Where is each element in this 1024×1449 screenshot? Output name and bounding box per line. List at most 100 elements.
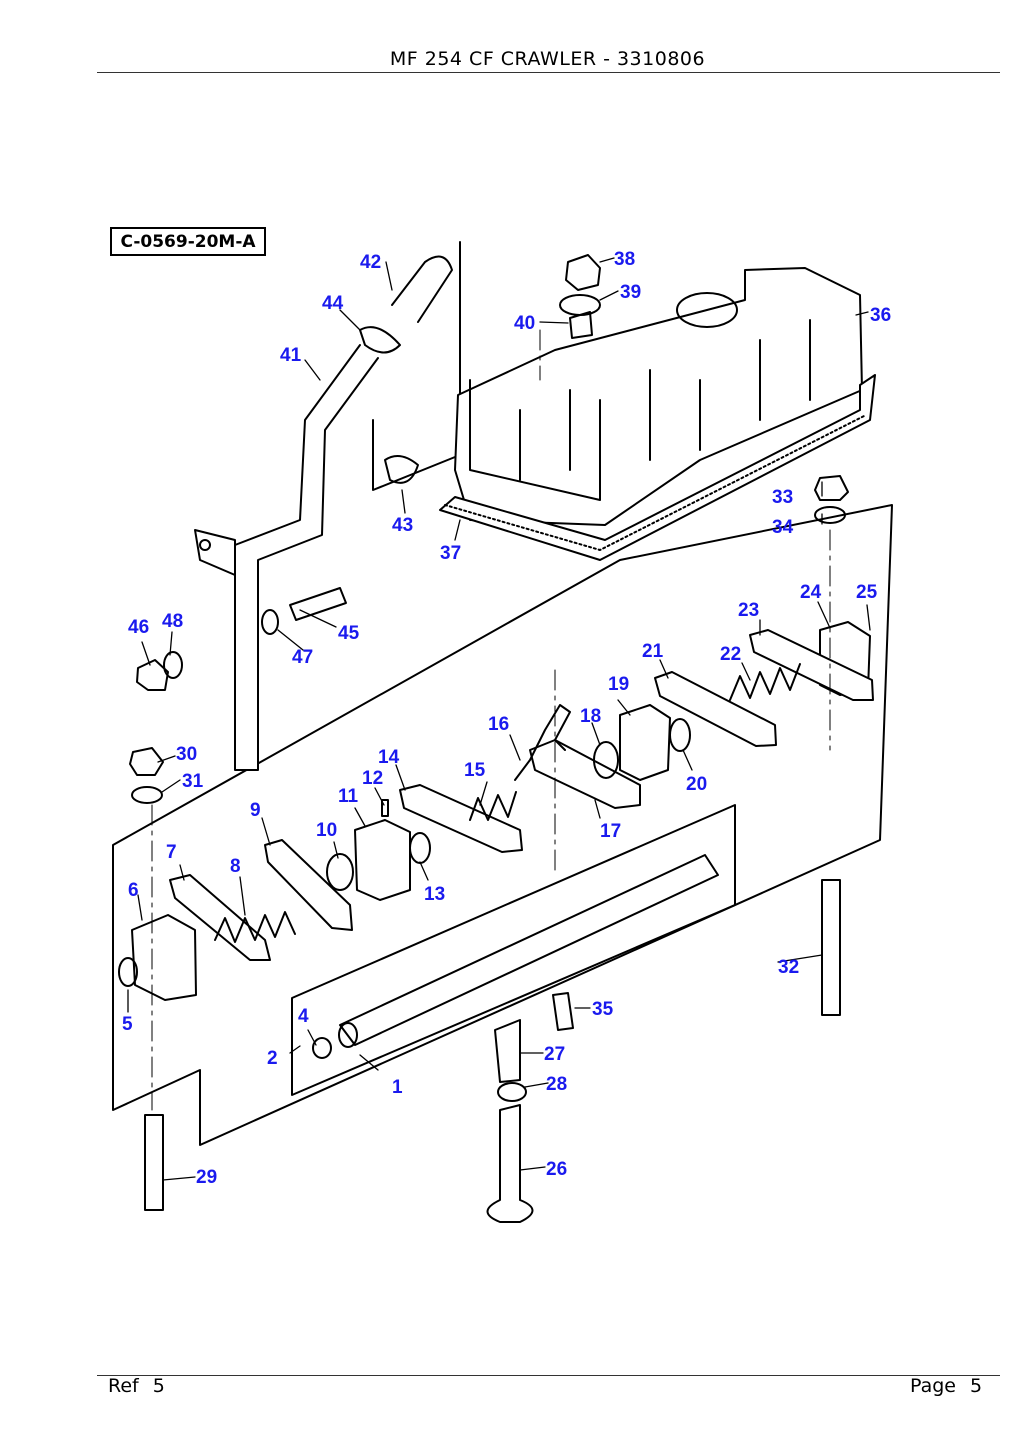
callout-34: 34 xyxy=(772,517,794,538)
callout-16: 16 xyxy=(488,714,509,735)
callout-48: 48 xyxy=(162,611,183,632)
callout-8: 8 xyxy=(230,856,241,877)
washer-34 xyxy=(814,506,846,524)
ref-value: 5 xyxy=(152,1375,165,1397)
cover-box xyxy=(372,241,461,491)
callout-22: 22 xyxy=(720,644,741,665)
rocker-arm-23 xyxy=(749,629,874,701)
washer-47 xyxy=(261,609,279,635)
callout-28: 28 xyxy=(546,1074,567,1095)
callout-30: 30 xyxy=(176,744,197,765)
callout-23: 23 xyxy=(738,600,759,621)
circlip-5 xyxy=(118,957,138,987)
spring-8 xyxy=(214,911,296,943)
callout-9: 9 xyxy=(250,800,261,821)
callout-7: 7 xyxy=(166,842,177,863)
washer-48 xyxy=(163,651,183,679)
callout-11: 11 xyxy=(338,786,359,807)
callout-18: 18 xyxy=(580,706,601,727)
callout-41: 41 xyxy=(280,345,302,366)
callout-44: 44 xyxy=(322,293,344,314)
hose-clamp xyxy=(384,455,419,484)
spacer-20 xyxy=(669,718,691,752)
hose-clip xyxy=(359,326,401,354)
callout-39: 39 xyxy=(620,282,641,303)
stud-32 xyxy=(821,879,841,1016)
rocker-arm-21 xyxy=(654,671,777,747)
callout-35: 35 xyxy=(592,999,614,1020)
page-value: 5 xyxy=(970,1375,983,1397)
page-title: MF 254 CF CRAWLER - 3310806 xyxy=(389,48,706,70)
callout-10: 10 xyxy=(316,820,337,841)
callout-19: 19 xyxy=(608,674,629,695)
shaft-box xyxy=(291,804,736,1096)
pedestal-6 xyxy=(131,914,197,1001)
nut-38 xyxy=(565,254,601,291)
callout-24: 24 xyxy=(800,582,822,603)
callout-26: 26 xyxy=(546,1159,567,1180)
header-rule xyxy=(97,72,1000,73)
callout-5: 5 xyxy=(122,1014,133,1035)
footer-rule xyxy=(97,1375,1000,1376)
page-label: Page xyxy=(910,1375,956,1397)
callout-13: 13 xyxy=(424,884,445,905)
diagram-code-label: C-0569-20M-A xyxy=(110,227,266,256)
callout-20: 20 xyxy=(686,774,707,795)
grommet-40 xyxy=(569,311,593,339)
callout-17: 17 xyxy=(600,821,621,842)
washer-31 xyxy=(131,786,163,804)
footer-page: Page 5 xyxy=(910,1375,982,1397)
pedestal-19 xyxy=(619,704,671,781)
pedestal-11 xyxy=(354,819,411,901)
plug-4 xyxy=(312,1037,332,1059)
callout-33: 33 xyxy=(772,487,793,508)
stud-45 xyxy=(289,587,347,621)
ref-label: Ref xyxy=(108,1375,139,1397)
rocker-arm-14 xyxy=(399,784,523,853)
callout-25: 25 xyxy=(856,582,878,603)
callout-14: 14 xyxy=(378,747,400,768)
washer-18 xyxy=(593,741,619,779)
callout-47: 47 xyxy=(292,647,313,668)
breather-pipe xyxy=(234,344,379,771)
rocker-arm-9 xyxy=(264,839,353,931)
callout-15: 15 xyxy=(464,760,486,781)
callout-1: 1 xyxy=(392,1077,403,1098)
callout-43: 43 xyxy=(392,515,413,536)
nut-28 xyxy=(497,1082,527,1102)
callout-42: 42 xyxy=(360,252,381,273)
rocker-arm-7 xyxy=(169,874,271,961)
nut-33 xyxy=(814,475,849,501)
seal-39 xyxy=(559,294,601,316)
pushrod-26 xyxy=(486,1104,534,1223)
callout-2: 2 xyxy=(267,1048,278,1069)
adjuster-35 xyxy=(552,992,574,1031)
stud-29 xyxy=(144,1114,164,1211)
hose xyxy=(391,255,453,323)
callout-4: 4 xyxy=(298,1006,309,1027)
footer-ref: Ref 5 xyxy=(108,1375,165,1397)
callout-32: 32 xyxy=(778,957,799,978)
bolt-27 xyxy=(494,1019,521,1083)
callout-12: 12 xyxy=(362,768,383,789)
callout-21: 21 xyxy=(642,641,664,662)
pin-12 xyxy=(381,799,389,817)
callout-29: 29 xyxy=(196,1167,217,1188)
callout-37: 37 xyxy=(440,543,461,564)
callout-31: 31 xyxy=(182,771,204,792)
rocker-cover xyxy=(454,267,863,526)
callout-38: 38 xyxy=(614,249,635,270)
oil-feed-16 xyxy=(514,704,571,781)
callout-6: 6 xyxy=(128,880,139,901)
spring-22 xyxy=(729,663,801,701)
nut-30 xyxy=(129,747,164,776)
callout-27: 27 xyxy=(544,1044,565,1065)
callout-45: 45 xyxy=(338,623,360,644)
washer-10 xyxy=(326,853,354,891)
callout-40: 40 xyxy=(514,313,535,334)
rocker-shaft xyxy=(339,854,719,1046)
spring-15 xyxy=(469,791,517,821)
frame-outline xyxy=(112,504,893,1146)
nut-46 xyxy=(136,659,169,691)
